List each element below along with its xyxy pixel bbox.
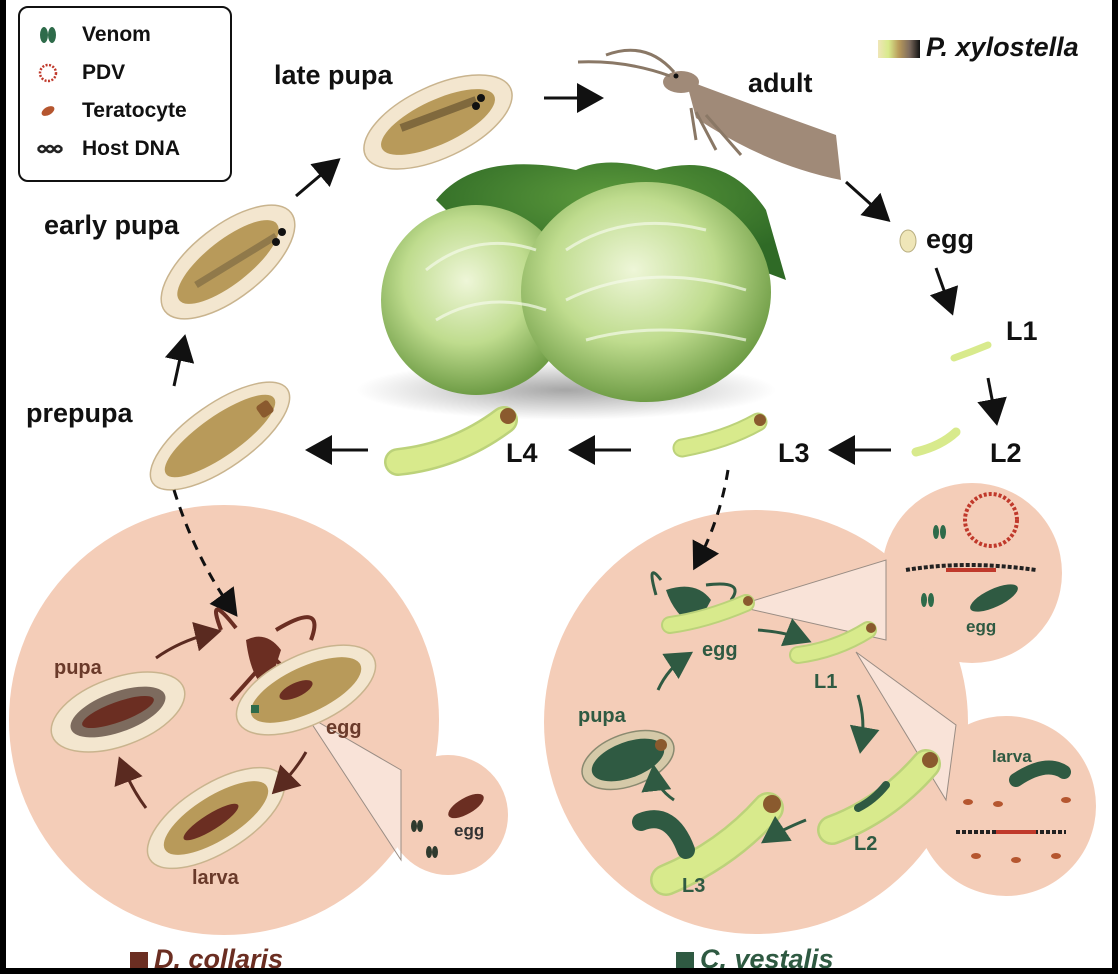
legend-label: PDV	[82, 61, 125, 85]
host-dna-icon	[34, 138, 64, 160]
label-egg: egg	[926, 226, 974, 253]
host-larva-l2	[916, 432, 956, 452]
cv-label-l3: L3	[682, 876, 705, 896]
prepupa-case	[134, 363, 305, 509]
host-species-name: P. xylostella	[926, 32, 1079, 62]
legend-item-teratocyte: Teratocyte	[34, 98, 187, 124]
cv-label-pupa: pupa	[578, 706, 626, 726]
cvestalis-species-name: C. vestalis	[700, 944, 834, 968]
cvestalis-swatch	[676, 952, 694, 968]
host-color-swatch	[878, 40, 920, 58]
legend-label: Venom	[82, 23, 151, 47]
teratocyte-icon	[34, 100, 64, 122]
legend-label: Teratocyte	[82, 99, 187, 123]
legend-item-host-dna: Host DNA	[34, 136, 180, 162]
label-prepupa: prepupa	[26, 400, 133, 427]
cabbage-head-right	[521, 182, 771, 402]
legend-item-pdv: PDV	[34, 60, 125, 86]
cv-label-l1: L1	[814, 672, 837, 692]
legend-item-venom: Venom	[34, 22, 151, 48]
cv-label-l2: L2	[854, 834, 877, 854]
label-late-pupa: late pupa	[274, 62, 393, 89]
label-l4: L4	[506, 440, 538, 467]
host-egg	[900, 230, 916, 252]
early-pupa-case	[143, 184, 313, 339]
dc-label-larva: larva	[192, 868, 239, 888]
dcollaris-inset-circle	[388, 755, 508, 875]
cv-label-egg: egg	[702, 640, 738, 660]
dcollaris-swatch	[130, 952, 148, 968]
host-larva-l4	[398, 408, 516, 462]
label-l2: L2	[990, 440, 1022, 467]
dc-label-egg: egg	[326, 718, 362, 738]
legend-box: Venom PDV Teratocyte Host DNA	[18, 6, 232, 182]
label-adult: adult	[748, 70, 813, 97]
dcollaris-caption: D. collaris	[130, 946, 283, 968]
dc-label-pupa: pupa	[54, 658, 102, 678]
diagram-panel: Venom PDV Teratocyte Host DNA P. xyloste…	[6, 0, 1112, 968]
host-species-title: P. xylostella	[878, 34, 1079, 61]
cv-inset-label-egg: egg	[966, 618, 996, 635]
cvestalis-caption: C. vestalis	[676, 946, 834, 968]
legend-label: Host DNA	[82, 137, 180, 161]
dc-inset-label-egg: egg	[454, 822, 484, 839]
pdv-ring-icon	[34, 62, 64, 84]
label-l3: L3	[778, 440, 810, 467]
dcollaris-species-name: D. collaris	[154, 944, 283, 968]
label-l1: L1	[1006, 318, 1038, 345]
host-larva-l3	[682, 414, 766, 448]
cvestalis-inset-top	[882, 483, 1062, 663]
host-larva-l1	[954, 345, 988, 358]
cv-inset-label-larva: larva	[992, 748, 1032, 765]
venom-icon	[34, 24, 64, 46]
label-early-pupa: early pupa	[44, 212, 179, 239]
